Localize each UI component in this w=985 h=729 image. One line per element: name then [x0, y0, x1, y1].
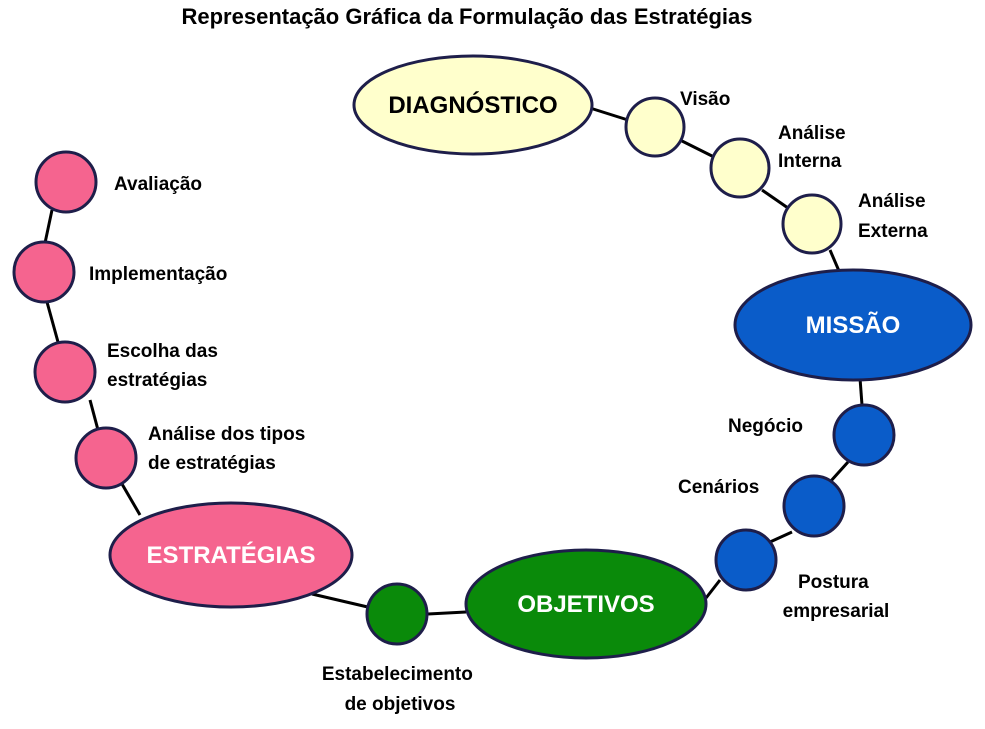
connector: [88, 399, 100, 431]
connector: [679, 138, 715, 159]
label-negocio: Negócio: [728, 416, 803, 437]
step-circles: [12, 96, 896, 646]
label-analise-tipos: Análise dos tipos de estratégias: [148, 424, 311, 474]
objetivos-ellipse: [464, 548, 708, 660]
diagram-title: Representação Gráfica da Formulação das …: [181, 4, 752, 29]
label-postura: Postura empresarial: [783, 572, 890, 622]
label-analise-externa: Análise Externa: [858, 191, 931, 242]
diagnostico-label: DIAGNÓSTICO: [388, 91, 557, 119]
step-circle-escolha: [33, 340, 97, 404]
connector: [828, 460, 850, 484]
step-circle-analise-interna: [709, 137, 771, 199]
label-implementacao: Implementação: [89, 264, 227, 285]
step-circle-avaliacao: [34, 150, 98, 214]
main-node-diagnostico: DIAGNÓSTICO: [352, 54, 594, 156]
connector: [769, 530, 793, 544]
step-circle-visao: [624, 96, 686, 158]
connector: [45, 301, 60, 343]
estrategias-label: ESTRATÉGIAS: [147, 541, 316, 569]
step-circle-cenarios: [782, 474, 846, 538]
connector: [311, 592, 373, 610]
connector: [43, 209, 54, 244]
step-circle-implementacao: [12, 240, 76, 304]
missao-label: MISSÃO: [806, 311, 901, 339]
connector: [427, 610, 467, 616]
step-circle-negocio: [832, 403, 896, 467]
step-labels: Visão Análise Interna Análise Externa Ne…: [89, 89, 931, 715]
connector: [120, 483, 142, 516]
connector: [761, 188, 789, 210]
label-estabelecimento: Estabelecimento de objetivos: [322, 664, 478, 715]
step-circle-estabelecimento: [365, 582, 429, 646]
label-visao: Visão: [680, 89, 730, 110]
estrategias-ellipse: [108, 501, 354, 609]
label-analise-interna: Análise Interna: [778, 123, 851, 172]
main-node-estrategias: ESTRATÉGIAS: [108, 501, 354, 609]
objetivos-label: OBJETIVOS: [517, 591, 654, 618]
main-node-missao: MISSÃO: [733, 268, 973, 382]
connectors: [43, 106, 864, 616]
label-avaliacao: Avaliação: [114, 174, 202, 195]
connector: [858, 377, 864, 406]
step-circle-postura: [714, 528, 778, 592]
connector: [589, 106, 629, 122]
step-circle-analise-externa: [781, 193, 843, 255]
label-escolha: Escolha das estratégias: [107, 341, 223, 391]
main-node-objetivos: OBJETIVOS: [464, 548, 708, 660]
step-circle-analise-tipos: [74, 426, 138, 490]
label-cenarios: Cenários: [678, 477, 759, 498]
missao-ellipse: [733, 268, 973, 382]
connector: [704, 579, 722, 599]
diagnostico-ellipse: [352, 54, 594, 156]
